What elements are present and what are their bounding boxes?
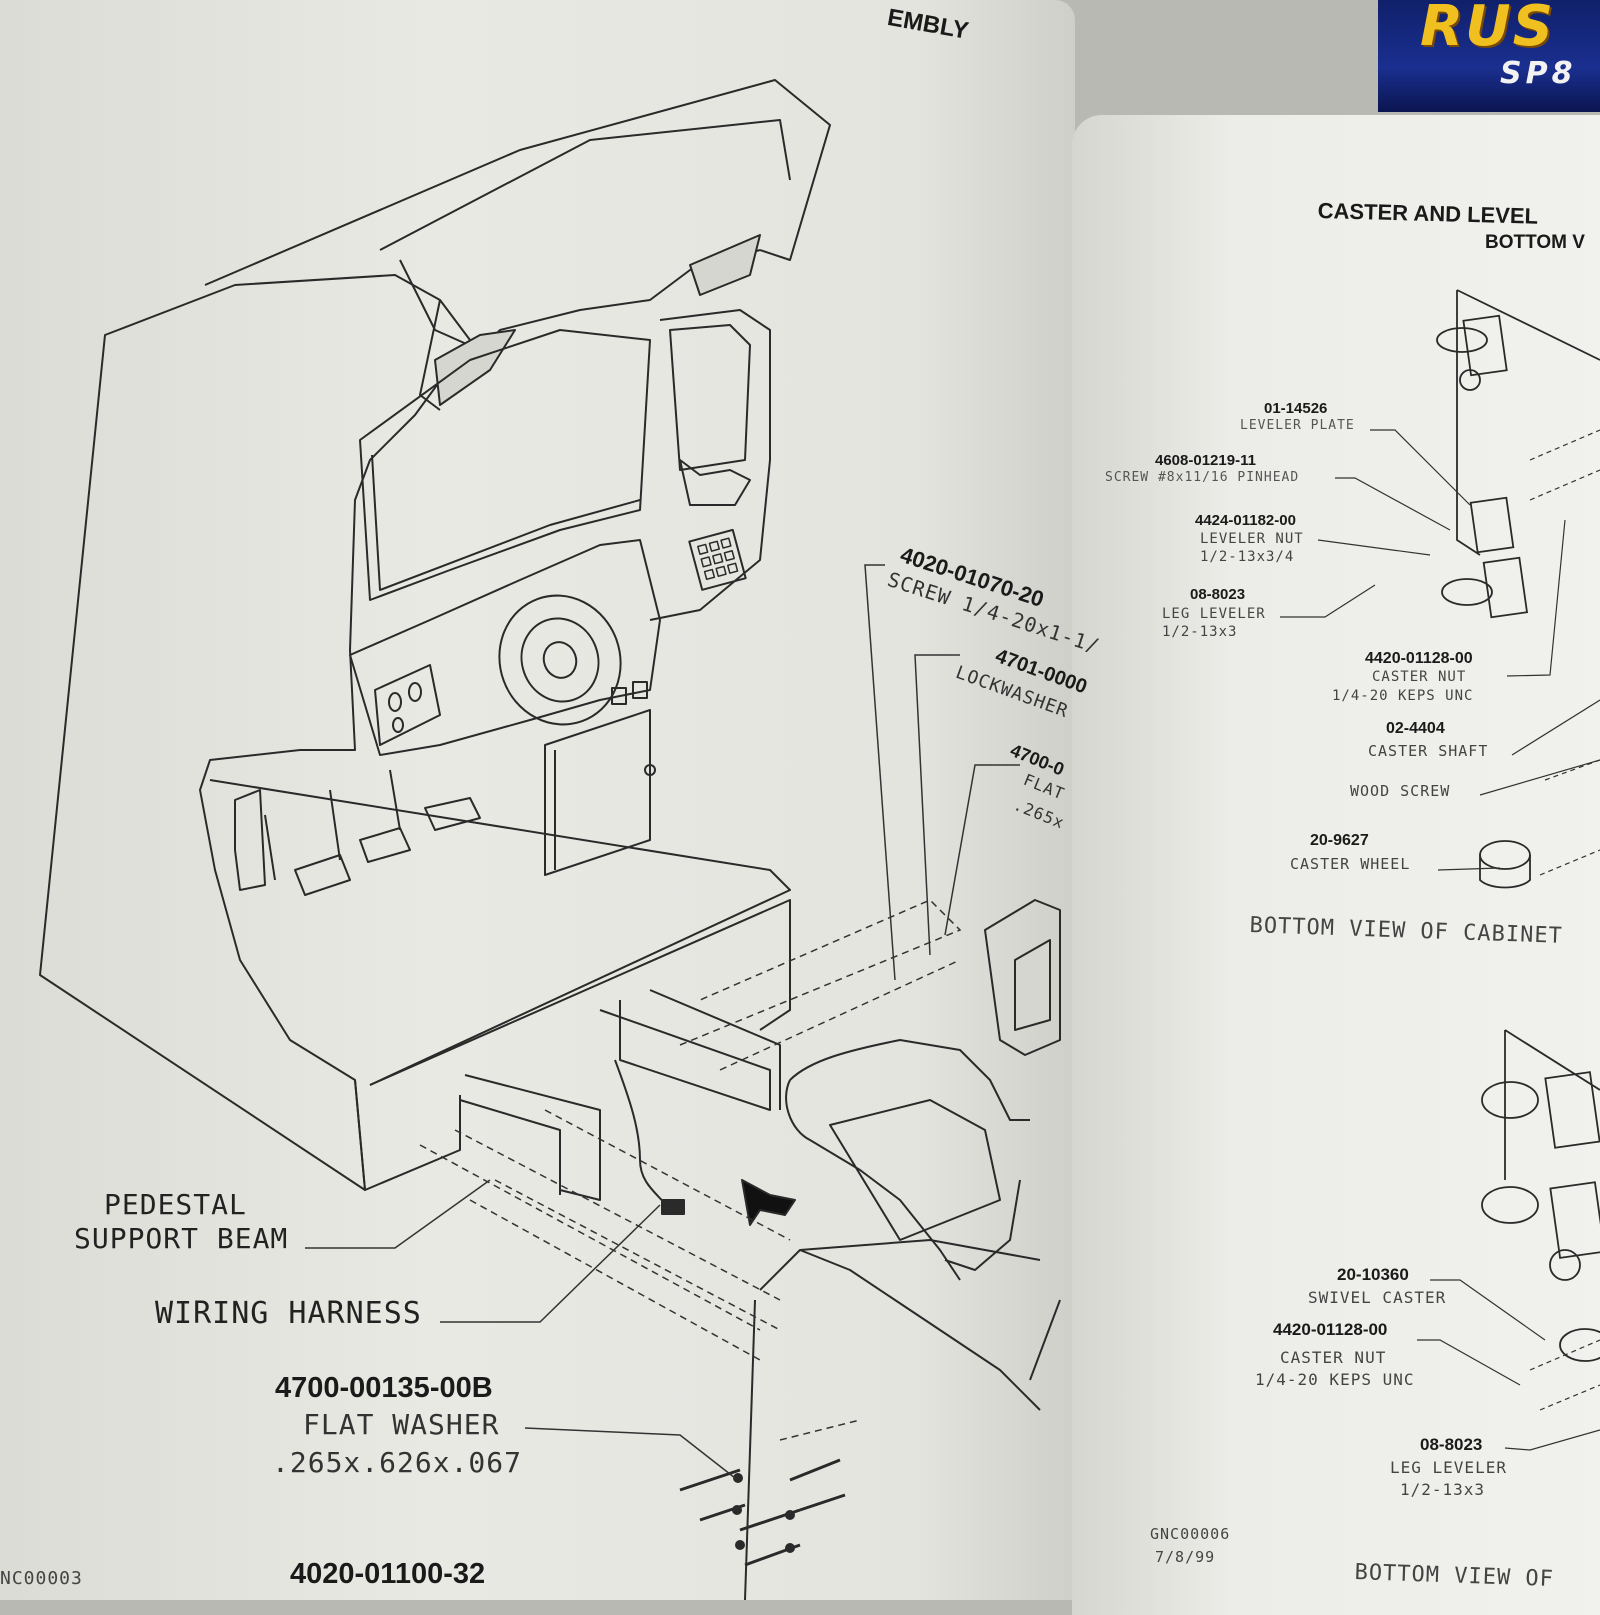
flat-washer-part-number: 4700-00135-00B [275,1372,493,1404]
leveler-nut-part-number: 4424-01182-00 [1195,512,1296,529]
leg-leveler-2-part-number: 08-8023 [1420,1435,1483,1454]
wood-screw-description: WOOD SCREW [1350,782,1451,800]
leveler-nut-description: LEVELER NUT [1200,531,1304,547]
book-cover [1378,0,1600,112]
caster-nut-description: CASTER NUT [1372,669,1467,685]
right-footer-code: GNC00006 [1150,1525,1231,1543]
leg-leveler-size: 1/2-13x3 [1162,624,1238,640]
right-manual-page [1072,115,1600,1615]
caster-nut-2-part-number: 4420-01128-00 [1273,1320,1388,1339]
pedestal-label-line1: PEDESTAL [104,1188,247,1221]
flat-washer-description: FLAT WASHER [303,1408,500,1441]
pedestal-label-line2: SUPPORT BEAM [74,1222,289,1255]
wiring-harness-label: WIRING HARNESS [155,1296,422,1331]
carriage-bolt-part-number: 4020-01100-32 [290,1558,486,1590]
caster-nut-2-description: CASTER NUT [1280,1348,1387,1367]
leg-leveler-2-size: 1/2-13x3 [1400,1480,1486,1499]
caster-nut-size: 1/4-20 KEPS UNC [1332,688,1474,704]
leg-leveler-2-description: LEG LEVELER [1390,1458,1507,1477]
caster-shaft-part-number: 02-4404 [1386,720,1445,737]
screw-pinhead-part-number: 4608-01219-11 [1155,452,1256,469]
caster-wheel-description: CASTER WHEEL [1290,855,1411,873]
flat-washer-size: .265x.626x.067 [272,1446,523,1479]
caster-nut-2-size: 1/4-20 KEPS UNC [1255,1370,1415,1389]
caster-wheel-part-number: 20-9627 [1310,832,1369,849]
right-footer-date: 7/8/99 [1155,1548,1216,1566]
caster-shaft-description: CASTER SHAFT [1368,742,1489,760]
leveler-plate-description: LEVELER PLATE [1240,418,1355,433]
screw-pinhead-description: SCREW #8x11/16 PINHEAD [1105,470,1300,485]
leveler-plate-part-number: 01-14526 [1264,400,1328,417]
cover-subtitle: SP8 [1500,56,1577,91]
left-footer-code: NC00003 [0,1568,83,1589]
swivel-caster-part-number: 20-10360 [1337,1265,1409,1284]
left-manual-page [0,0,1075,1600]
caster-nut-part-number: 4420-01128-00 [1365,650,1473,667]
leg-leveler-description: LEG LEVELER [1162,606,1266,622]
swivel-caster-description: SWIVEL CASTER [1308,1288,1447,1307]
right-page-subtitle: BOTTOM V [1485,232,1585,253]
leg-leveler-part-number: 08-8023 [1190,586,1246,603]
cover-logo: RUS [1420,0,1555,59]
leveler-nut-size: 1/2-13x3/4 [1200,549,1295,565]
